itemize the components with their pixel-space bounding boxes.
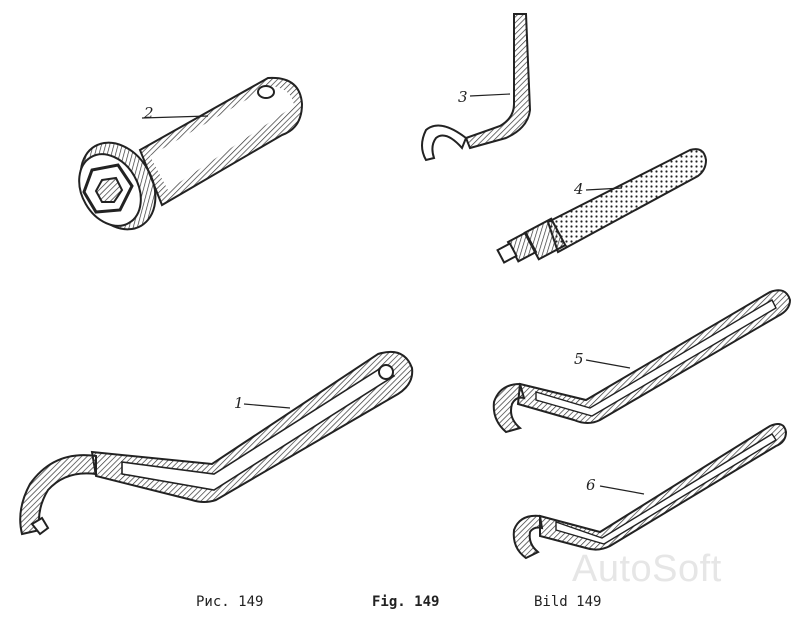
hook-spanner-5	[492, 289, 792, 434]
hook-spanner-6	[512, 423, 788, 560]
label-5: 5	[574, 350, 584, 368]
label-1: 1	[234, 394, 244, 412]
hex-socket-pin	[78, 76, 304, 231]
caption-ru: Рис. 149	[196, 594, 264, 610]
label-2: 2	[144, 104, 154, 122]
label-3: 3	[458, 88, 468, 106]
caption-de: Bild 149	[534, 594, 602, 610]
caption-en: Fig. 149	[372, 594, 440, 610]
label-6: 6	[586, 476, 596, 494]
small-hook-wrench	[421, 13, 532, 162]
large-hook-spanner	[19, 350, 414, 536]
watermark: AutoSoft	[572, 548, 722, 590]
threaded-rod-tool	[496, 148, 708, 264]
label-4: 4	[574, 180, 584, 198]
